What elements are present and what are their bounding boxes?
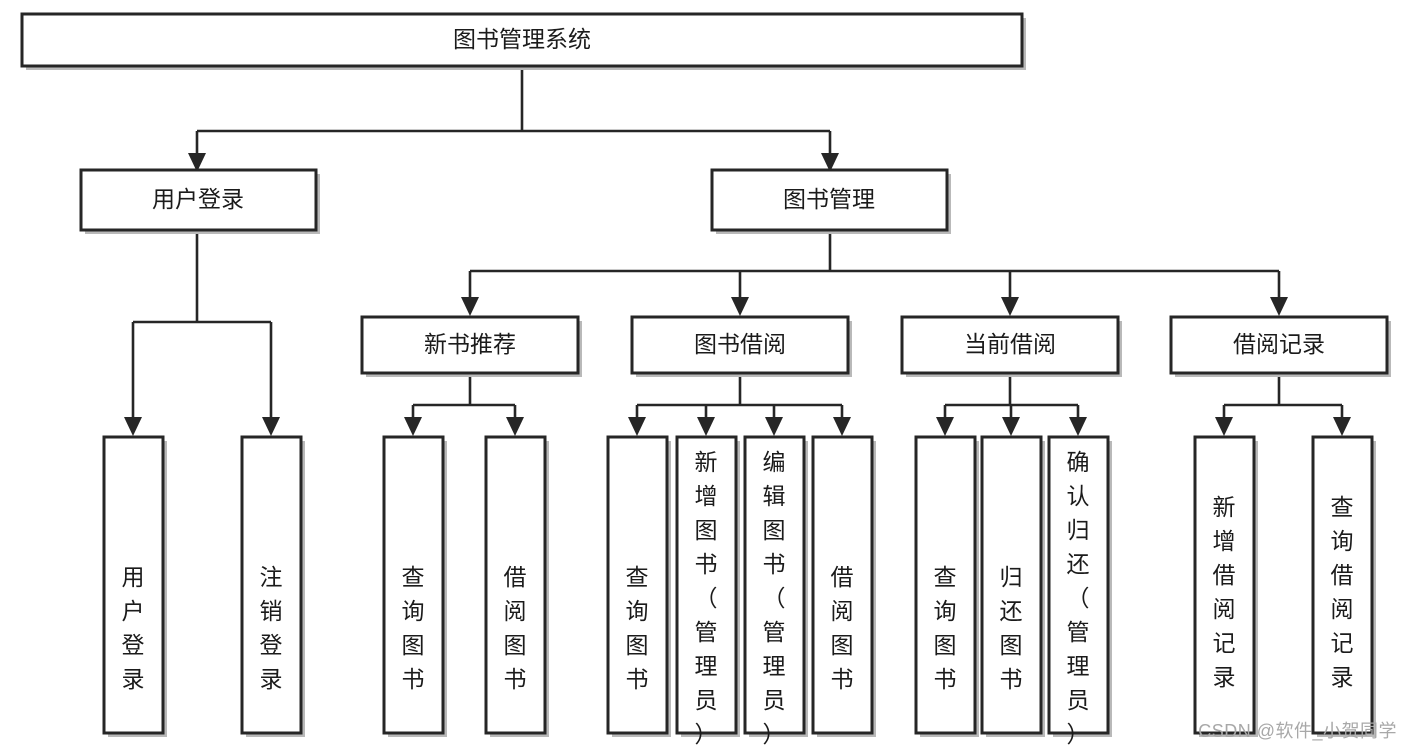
node-book-borrow[interactable]: 图书借阅 [630, 315, 852, 377]
root-label: 图书管理系统 [453, 26, 591, 52]
arrowhead-borrow-record [1270, 297, 1288, 316]
leaf-borrow-book-1-box [484, 435, 547, 735]
arrowhead-book-manage [821, 153, 839, 172]
node-leaf-add-book[interactable]: 新增图书（管理员） [675, 435, 740, 747]
book-manage-label: 图书管理 [783, 186, 875, 212]
current-borrow-label: 当前借阅 [964, 331, 1056, 357]
node-new-book-rec[interactable]: 新书推荐 [360, 315, 582, 377]
leaf-borrow-book-2-box [811, 435, 874, 735]
leaf-query-book-1-box [382, 435, 445, 735]
leaf-query-book-2-box [606, 435, 669, 735]
node-book-manage[interactable]: 图书管理 [710, 168, 951, 234]
arrowhead-leaf-return-book [1002, 417, 1020, 436]
arrowhead-leaf-confirm-return [1069, 417, 1087, 436]
current-borrow-box [900, 315, 1120, 375]
book-borrow-box [630, 315, 850, 375]
arrowhead-leaf-query-record [1333, 417, 1351, 436]
new-book-rec-box [360, 315, 580, 375]
edge-currentborrow-bus [943, 376, 1080, 420]
arrowhead-leaf-edit-book [765, 417, 783, 436]
arrowhead-leaf-query-book-3 [936, 417, 954, 436]
csdn-watermark: CSDN @软件_小贺同学 [1198, 721, 1397, 741]
arrowhead-leaf-user-login [124, 417, 142, 436]
edge-borrowrecord-bus [1222, 376, 1344, 420]
leaf-query-book-3-box [914, 435, 977, 735]
borrow-record-box [1169, 315, 1389, 375]
leaf-confirm-return-label: 确认归还（管理员） [1067, 449, 1090, 747]
node-leaf-query-record[interactable]: 查询借阅记录 [1311, 435, 1376, 737]
arrowhead-leaf-borrow-book-1 [506, 417, 524, 436]
leaf-query-book-3-label: 查询图书 [934, 564, 957, 692]
arrowhead-leaf-logout [262, 417, 280, 436]
leaf-return-book-box [980, 435, 1043, 735]
node-leaf-logout[interactable]: 注销登录 [240, 435, 305, 737]
edge-newbook-bus [411, 376, 517, 420]
edge-bookmanage-bus [468, 233, 1281, 300]
node-leaf-add-record[interactable]: 新增借阅记录 [1193, 435, 1258, 737]
connector-layer [124, 66, 1351, 436]
node-leaf-confirm-return[interactable]: 确认归还（管理员） [1047, 435, 1112, 747]
leaf-query-record-label: 查询借阅记录 [1331, 494, 1354, 690]
arrowhead-leaf-borrow-book-2 [833, 417, 851, 436]
node-leaf-user-login[interactable]: 用户登录 [102, 435, 167, 737]
leaf-add-book-label: 新增图书（管理员） [695, 449, 718, 747]
node-leaf-edit-book[interactable]: 编辑图书（管理员） [743, 435, 808, 747]
arrowhead-leaf-add-book [697, 417, 715, 436]
user-login-box [79, 168, 318, 232]
arrowhead-user-login [188, 153, 206, 172]
arrowhead-leaf-add-record [1215, 417, 1233, 436]
borrow-record-label: 借阅记录 [1233, 331, 1325, 357]
leaf-user-login-box [102, 435, 165, 735]
book-manage-box [710, 168, 949, 232]
leaf-query-record-box [1311, 435, 1374, 735]
leaf-query-book-1-label: 查询图书 [402, 564, 425, 692]
leaf-query-book-2-label: 查询图书 [626, 564, 649, 692]
arrowhead-book-borrow [731, 297, 749, 316]
leaf-borrow-book-1-label: 借阅图书 [504, 564, 527, 692]
leaf-edit-book-label: 编辑图书（管理员） [763, 449, 786, 747]
new-book-rec-label: 新书推荐 [424, 331, 516, 357]
edge-root-bus [195, 66, 832, 156]
arrowhead-leaf-query-book-1 [404, 417, 422, 436]
leaf-confirm-return-box [1047, 435, 1110, 735]
node-leaf-query-book-3[interactable]: 查询图书 [914, 435, 979, 737]
root-box [20, 12, 1024, 68]
edge-bookborrow-bus [635, 376, 844, 420]
arrowhead-current-borrow [1001, 297, 1019, 316]
leaf-return-book-label: 归还图书 [1000, 564, 1023, 692]
node-leaf-query-book-1[interactable]: 查询图书 [382, 435, 447, 737]
leaf-borrow-book-2-label: 借阅图书 [831, 564, 854, 692]
leaf-edit-book-box [743, 435, 806, 735]
leaf-logout-label: 注销登录 [260, 564, 283, 692]
leaf-add-book-box [675, 435, 738, 735]
leaf-add-record-label: 新增借阅记录 [1213, 494, 1236, 690]
node-current-borrow[interactable]: 当前借阅 [900, 315, 1122, 377]
book-borrow-label: 图书借阅 [694, 331, 786, 357]
leaf-logout-box [240, 435, 303, 735]
arrowhead-leaf-query-book-2 [628, 417, 646, 436]
leaf-add-record-box [1193, 435, 1256, 735]
edge-userlogin-bus [131, 233, 273, 420]
node-leaf-borrow-book-2[interactable]: 借阅图书 [811, 435, 876, 737]
node-leaf-return-book[interactable]: 归还图书 [980, 435, 1045, 737]
leaf-user-login-label: 用户登录 [122, 564, 145, 692]
node-leaf-query-book-2[interactable]: 查询图书 [606, 435, 671, 737]
user-login-label: 用户登录 [152, 186, 244, 212]
node-borrow-record[interactable]: 借阅记录 [1169, 315, 1391, 377]
node-root[interactable]: 图书管理系统 [20, 12, 1026, 70]
arrowhead-new-book-rec [461, 297, 479, 316]
node-leaf-borrow-book-1[interactable]: 借阅图书 [484, 435, 549, 737]
node-user-login[interactable]: 用户登录 [79, 168, 320, 234]
